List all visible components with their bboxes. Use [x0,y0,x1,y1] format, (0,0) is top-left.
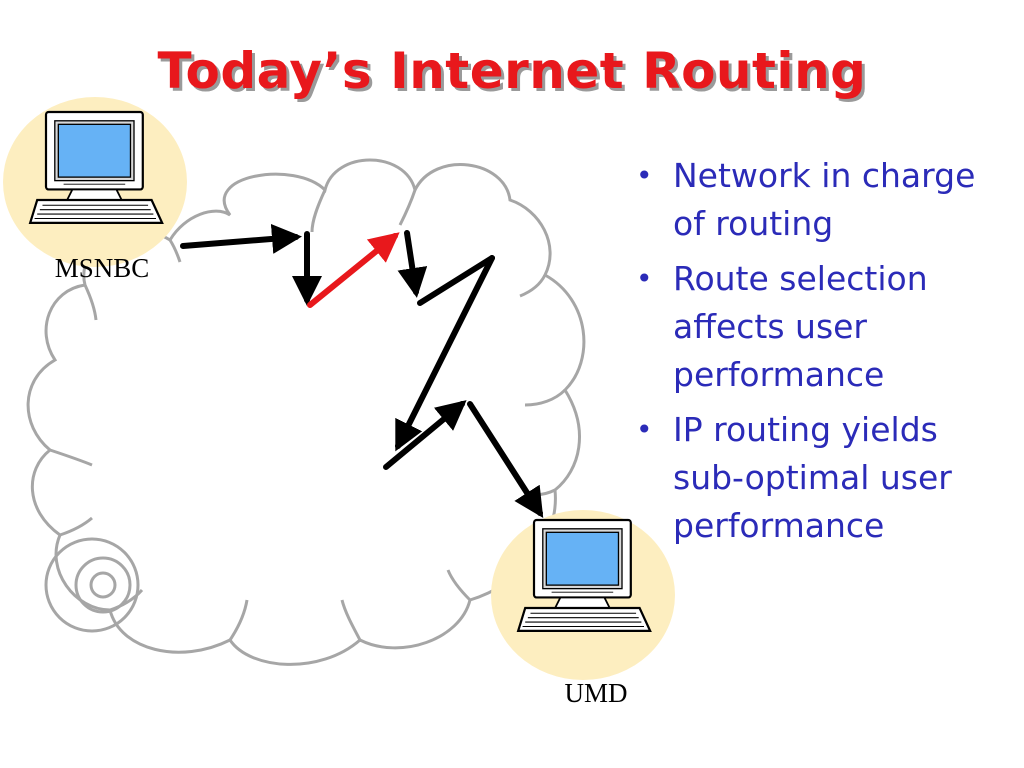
bullet-mark: • [636,159,653,192]
optimal-route-arrow [307,232,400,308]
bullet-mark: • [636,262,653,295]
bullet-text: Network in charge of routing [673,156,976,243]
bullet-list: • Network in charge of routing • Route s… [632,152,1017,557]
slide-title: Today’s Internet Routing [157,42,867,100]
msnbc-computer-icon [29,110,164,224]
route-arrow-6 [383,400,467,470]
route-arrow-7 [467,401,544,519]
bullet-text: Route selection affects user performance [673,259,928,394]
route-arrow-5 [395,255,495,452]
route-path [180,223,544,519]
route-arrow-1 [180,223,302,254]
route-arrow-3 [397,230,428,298]
bullet-mark: • [636,413,653,446]
bullet-item: • Route selection affects user performan… [632,255,1017,399]
bullet-item: • IP routing yields sub-optimal user per… [632,406,1017,550]
route-segment-4 [417,255,495,306]
bullet-text: IP routing yields sub-optimal user perfo… [673,410,952,545]
msnbc-label: MSNBC [55,253,150,283]
cloud-tail-circles [44,537,140,633]
bullet-item: • Network in charge of routing [632,152,1017,248]
umd-computer-icon [517,518,652,632]
umd-label: UMD [564,678,627,708]
